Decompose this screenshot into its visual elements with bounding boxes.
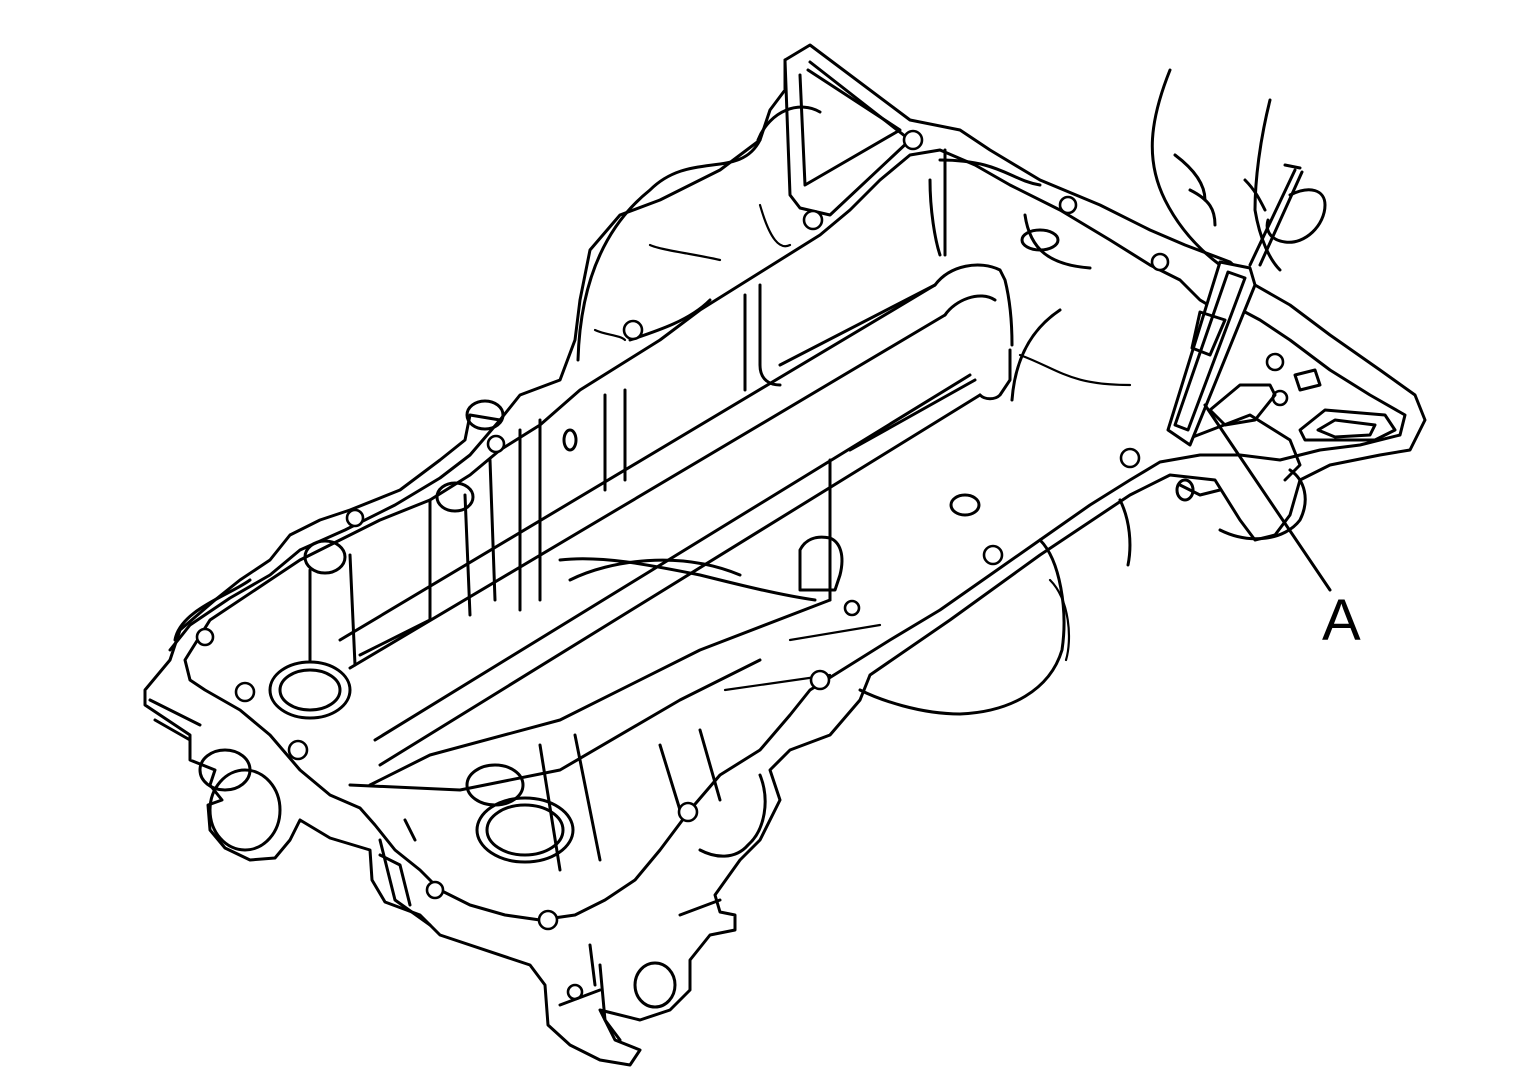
callout-a: A <box>1203 403 1361 653</box>
callout-a-leader-line <box>1203 403 1332 592</box>
oil-pan-lower-body <box>576 105 1307 858</box>
callout-a-label: A <box>1322 588 1361 653</box>
oil-pan-right-end <box>1175 368 1397 502</box>
hand-with-scraper <box>1150 68 1327 447</box>
oil-pan-flange <box>143 43 1427 1067</box>
flange-bolt-holes <box>195 129 1289 1001</box>
oil-pan-baffles <box>308 148 1092 872</box>
oil-pan-bosses <box>198 228 1060 1009</box>
oil-pan-front-details <box>148 698 722 1042</box>
